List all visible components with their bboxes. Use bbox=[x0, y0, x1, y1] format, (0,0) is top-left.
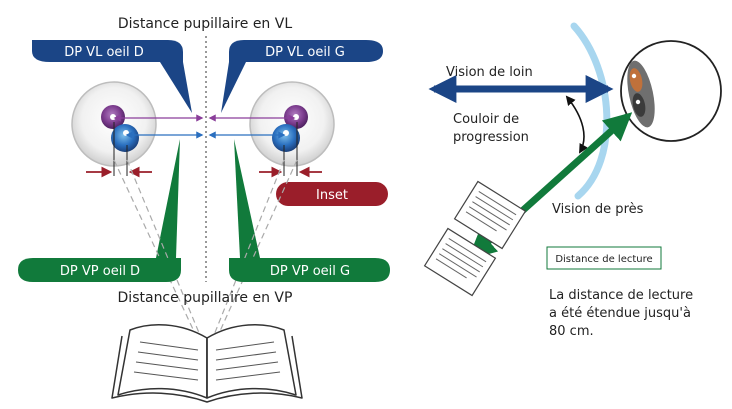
sight-line-1 bbox=[113, 159, 199, 341]
reading-distance-box: Distance de lecture bbox=[546, 246, 662, 270]
inset-label: Inset bbox=[316, 188, 348, 203]
note-line-1: La distance de lecture bbox=[549, 288, 693, 303]
lens-arc bbox=[570, 22, 611, 200]
couloir-arrow bbox=[565, 95, 588, 154]
dp-vp-left-label: DP VP oeil G bbox=[270, 264, 350, 279]
couloir-label-line2: progression bbox=[453, 130, 529, 145]
sight-line-2 bbox=[126, 159, 203, 341]
vl-left-pointer bbox=[221, 62, 246, 113]
paper-icon-near bbox=[453, 180, 527, 250]
couloir-label-line1: Couloir de bbox=[453, 112, 519, 127]
vision-pres-label: Vision de près bbox=[552, 202, 644, 217]
paper-icon-far bbox=[423, 227, 497, 297]
dp-vp-left-pill: DP VP oeil G bbox=[229, 258, 390, 282]
sight-line-3 bbox=[211, 159, 285, 341]
reading-distance-label: Distance de lecture bbox=[555, 254, 652, 265]
eye-profile-icon bbox=[620, 40, 722, 142]
note-line-2: a été étendue jusqu'à bbox=[549, 306, 691, 321]
inset-pill: Inset bbox=[276, 182, 388, 206]
dp-vp-title: Distance pupillaire en VP bbox=[118, 290, 293, 306]
dp-vp-right-pill: DP VP oeil D bbox=[18, 258, 181, 282]
vp-left-pointer bbox=[234, 139, 260, 258]
dp-vl-title: Distance pupillaire en VL bbox=[118, 16, 292, 32]
vision-loin-label: Vision de loin bbox=[446, 65, 533, 80]
sight-line-4 bbox=[215, 159, 298, 341]
vp-right-pointer bbox=[156, 139, 180, 258]
open-book-icon bbox=[111, 324, 303, 403]
dp-vl-left-label: DP VL oeil G bbox=[265, 45, 345, 60]
left-eye bbox=[249, 81, 335, 167]
dp-vl-left-pill: DP VL oeil G bbox=[229, 40, 383, 62]
vl-right-pointer bbox=[160, 62, 192, 113]
dp-vp-right-label: DP VP oeil D bbox=[60, 264, 140, 279]
dp-vl-right-pill: DP VL oeil D bbox=[32, 40, 183, 62]
note-line-3: 80 cm. bbox=[549, 324, 594, 339]
dp-vl-right-label: DP VL oeil D bbox=[64, 45, 144, 60]
